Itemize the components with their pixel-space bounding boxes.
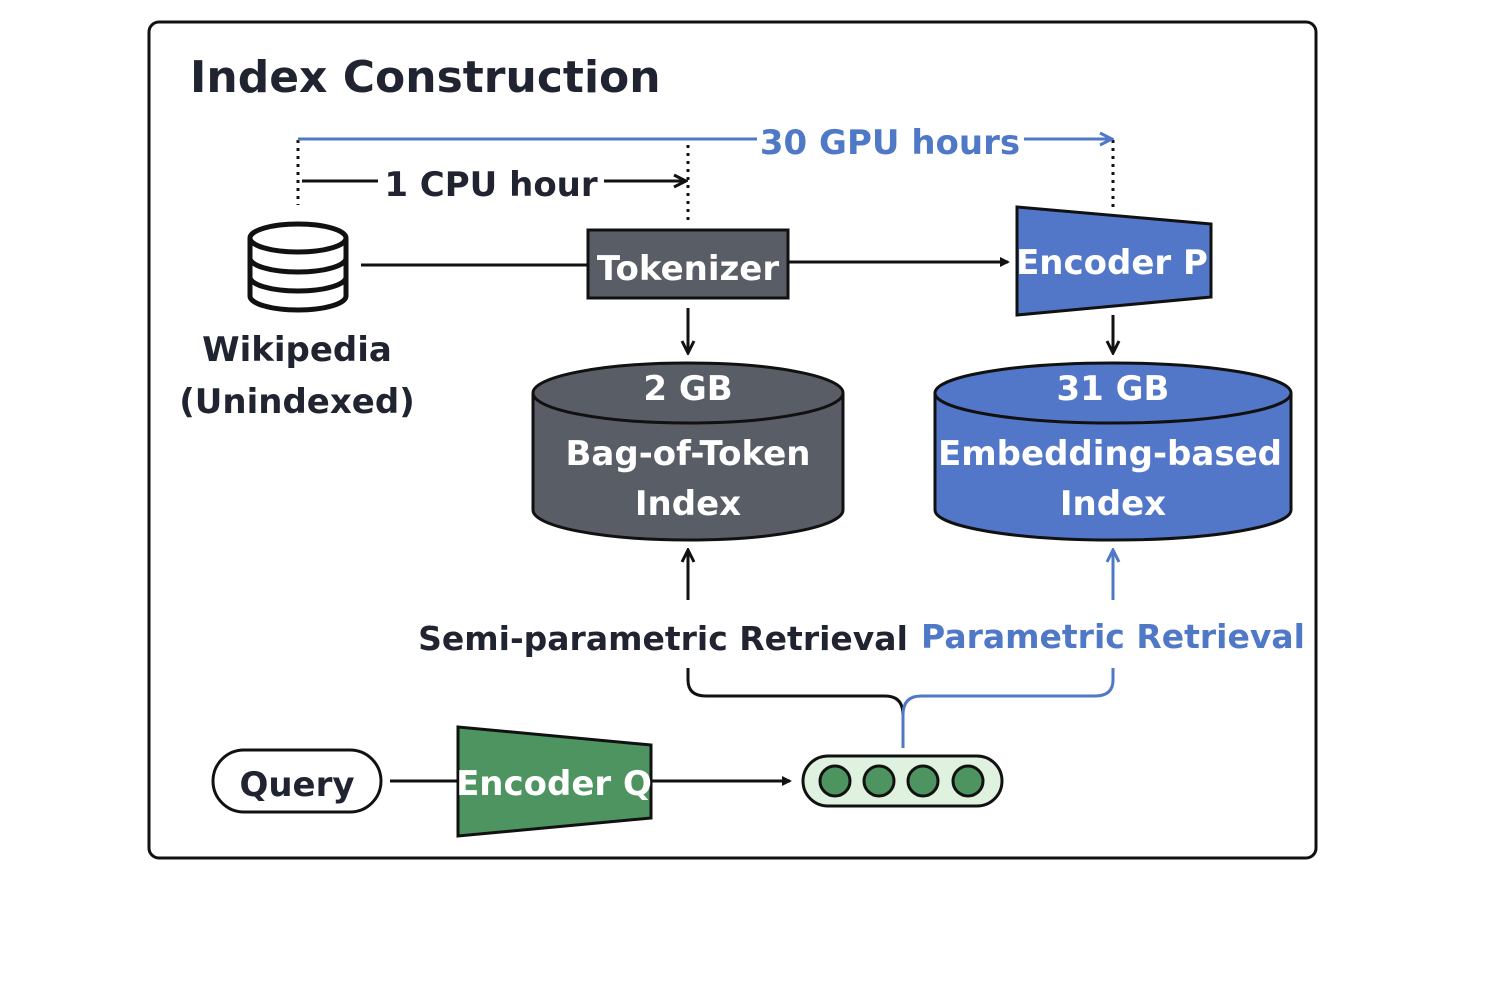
embed-index-size: 31 GB bbox=[1057, 369, 1170, 409]
source-label-line1: Wikipedia bbox=[202, 330, 392, 370]
query-vector bbox=[801, 754, 1004, 808]
brace-right-branch bbox=[901, 668, 1115, 748]
bag-index-label-line2: Index bbox=[635, 484, 741, 524]
vector-element-1 bbox=[818, 764, 852, 798]
tokenizer-box bbox=[586, 228, 790, 300]
vector-element-3 bbox=[906, 764, 940, 798]
tokenizer-label: Tokenizer bbox=[597, 249, 780, 289]
database-icon bbox=[247, 221, 349, 313]
embedding-index-cylinder bbox=[933, 361, 1293, 542]
embed-index-label-line2: Index bbox=[1060, 484, 1166, 524]
bag-index-size: 2 GB bbox=[643, 369, 732, 409]
encoder-q-label: Encoder Q bbox=[456, 764, 652, 804]
gpu-hours-label: 30 GPU hours bbox=[760, 123, 1020, 163]
encoder-p-shape bbox=[1015, 205, 1213, 317]
bag-index-label-line1: Bag-of-Token bbox=[566, 434, 811, 474]
vector-element-2 bbox=[862, 764, 896, 798]
parametric-retrieval-label: Parametric Retrieval bbox=[921, 617, 1305, 656]
encoder-q-shape bbox=[456, 725, 653, 838]
cpu-hour-label: 1 CPU hour bbox=[384, 165, 598, 205]
query-pill bbox=[211, 748, 383, 814]
embed-index-label-line1: Embedding-based bbox=[938, 434, 1282, 474]
semi-parametric-retrieval-label: Semi-parametric Retrieval bbox=[418, 619, 908, 658]
diagram-title: Index Construction bbox=[190, 52, 661, 103]
bag-of-token-index-cylinder bbox=[531, 361, 845, 542]
source-label-line2: (Unindexed) bbox=[179, 382, 414, 422]
brace-left-branch bbox=[686, 668, 905, 716]
vector-element-4 bbox=[951, 764, 985, 798]
query-label: Query bbox=[239, 765, 354, 805]
encoder-p-label: Encoder P bbox=[1016, 243, 1208, 283]
